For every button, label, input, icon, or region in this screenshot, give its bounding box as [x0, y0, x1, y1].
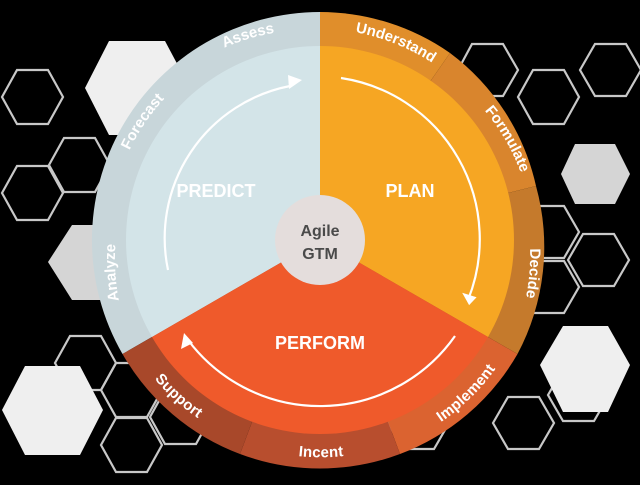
- center-label-line2: GTM: [302, 246, 338, 263]
- center-label-line1: Agile: [300, 223, 339, 240]
- hex-outline: [566, 232, 631, 288]
- hex-outline: [578, 42, 640, 98]
- arrow-perform: [187, 335, 456, 408]
- phase-title-plan: PLAN: [386, 181, 435, 201]
- hex-filled: [561, 144, 630, 204]
- hex-filled: [540, 326, 630, 412]
- cycle-arrows: [163, 76, 481, 408]
- arrow-plan: [340, 76, 481, 301]
- hex-outline: [99, 416, 164, 474]
- step-label-incent: Incent: [298, 443, 344, 461]
- center-circle: [275, 195, 365, 285]
- sector-predict: [126, 46, 321, 337]
- hex-outline: [0, 164, 65, 222]
- sector-plan: [320, 46, 514, 337]
- arrow-heads: [181, 75, 477, 349]
- phase-title-perform: PERFORM: [275, 333, 365, 353]
- arrow-head-perform: [181, 333, 193, 349]
- inner-sectors: [126, 46, 514, 434]
- sector-perform: [152, 240, 488, 434]
- phase-title-predict: PREDICT: [176, 181, 255, 201]
- hex-filled: [2, 366, 103, 455]
- step-label-analyze: Analyze: [102, 243, 123, 302]
- step-label-decide: Decide: [522, 248, 543, 299]
- arrow-predict: [163, 84, 291, 271]
- hex-outline: [491, 395, 556, 451]
- arrow-head-plan: [462, 292, 477, 306]
- hex-outline: [516, 68, 581, 126]
- arrow-head-predict: [288, 75, 302, 89]
- hex-outline: [0, 68, 65, 126]
